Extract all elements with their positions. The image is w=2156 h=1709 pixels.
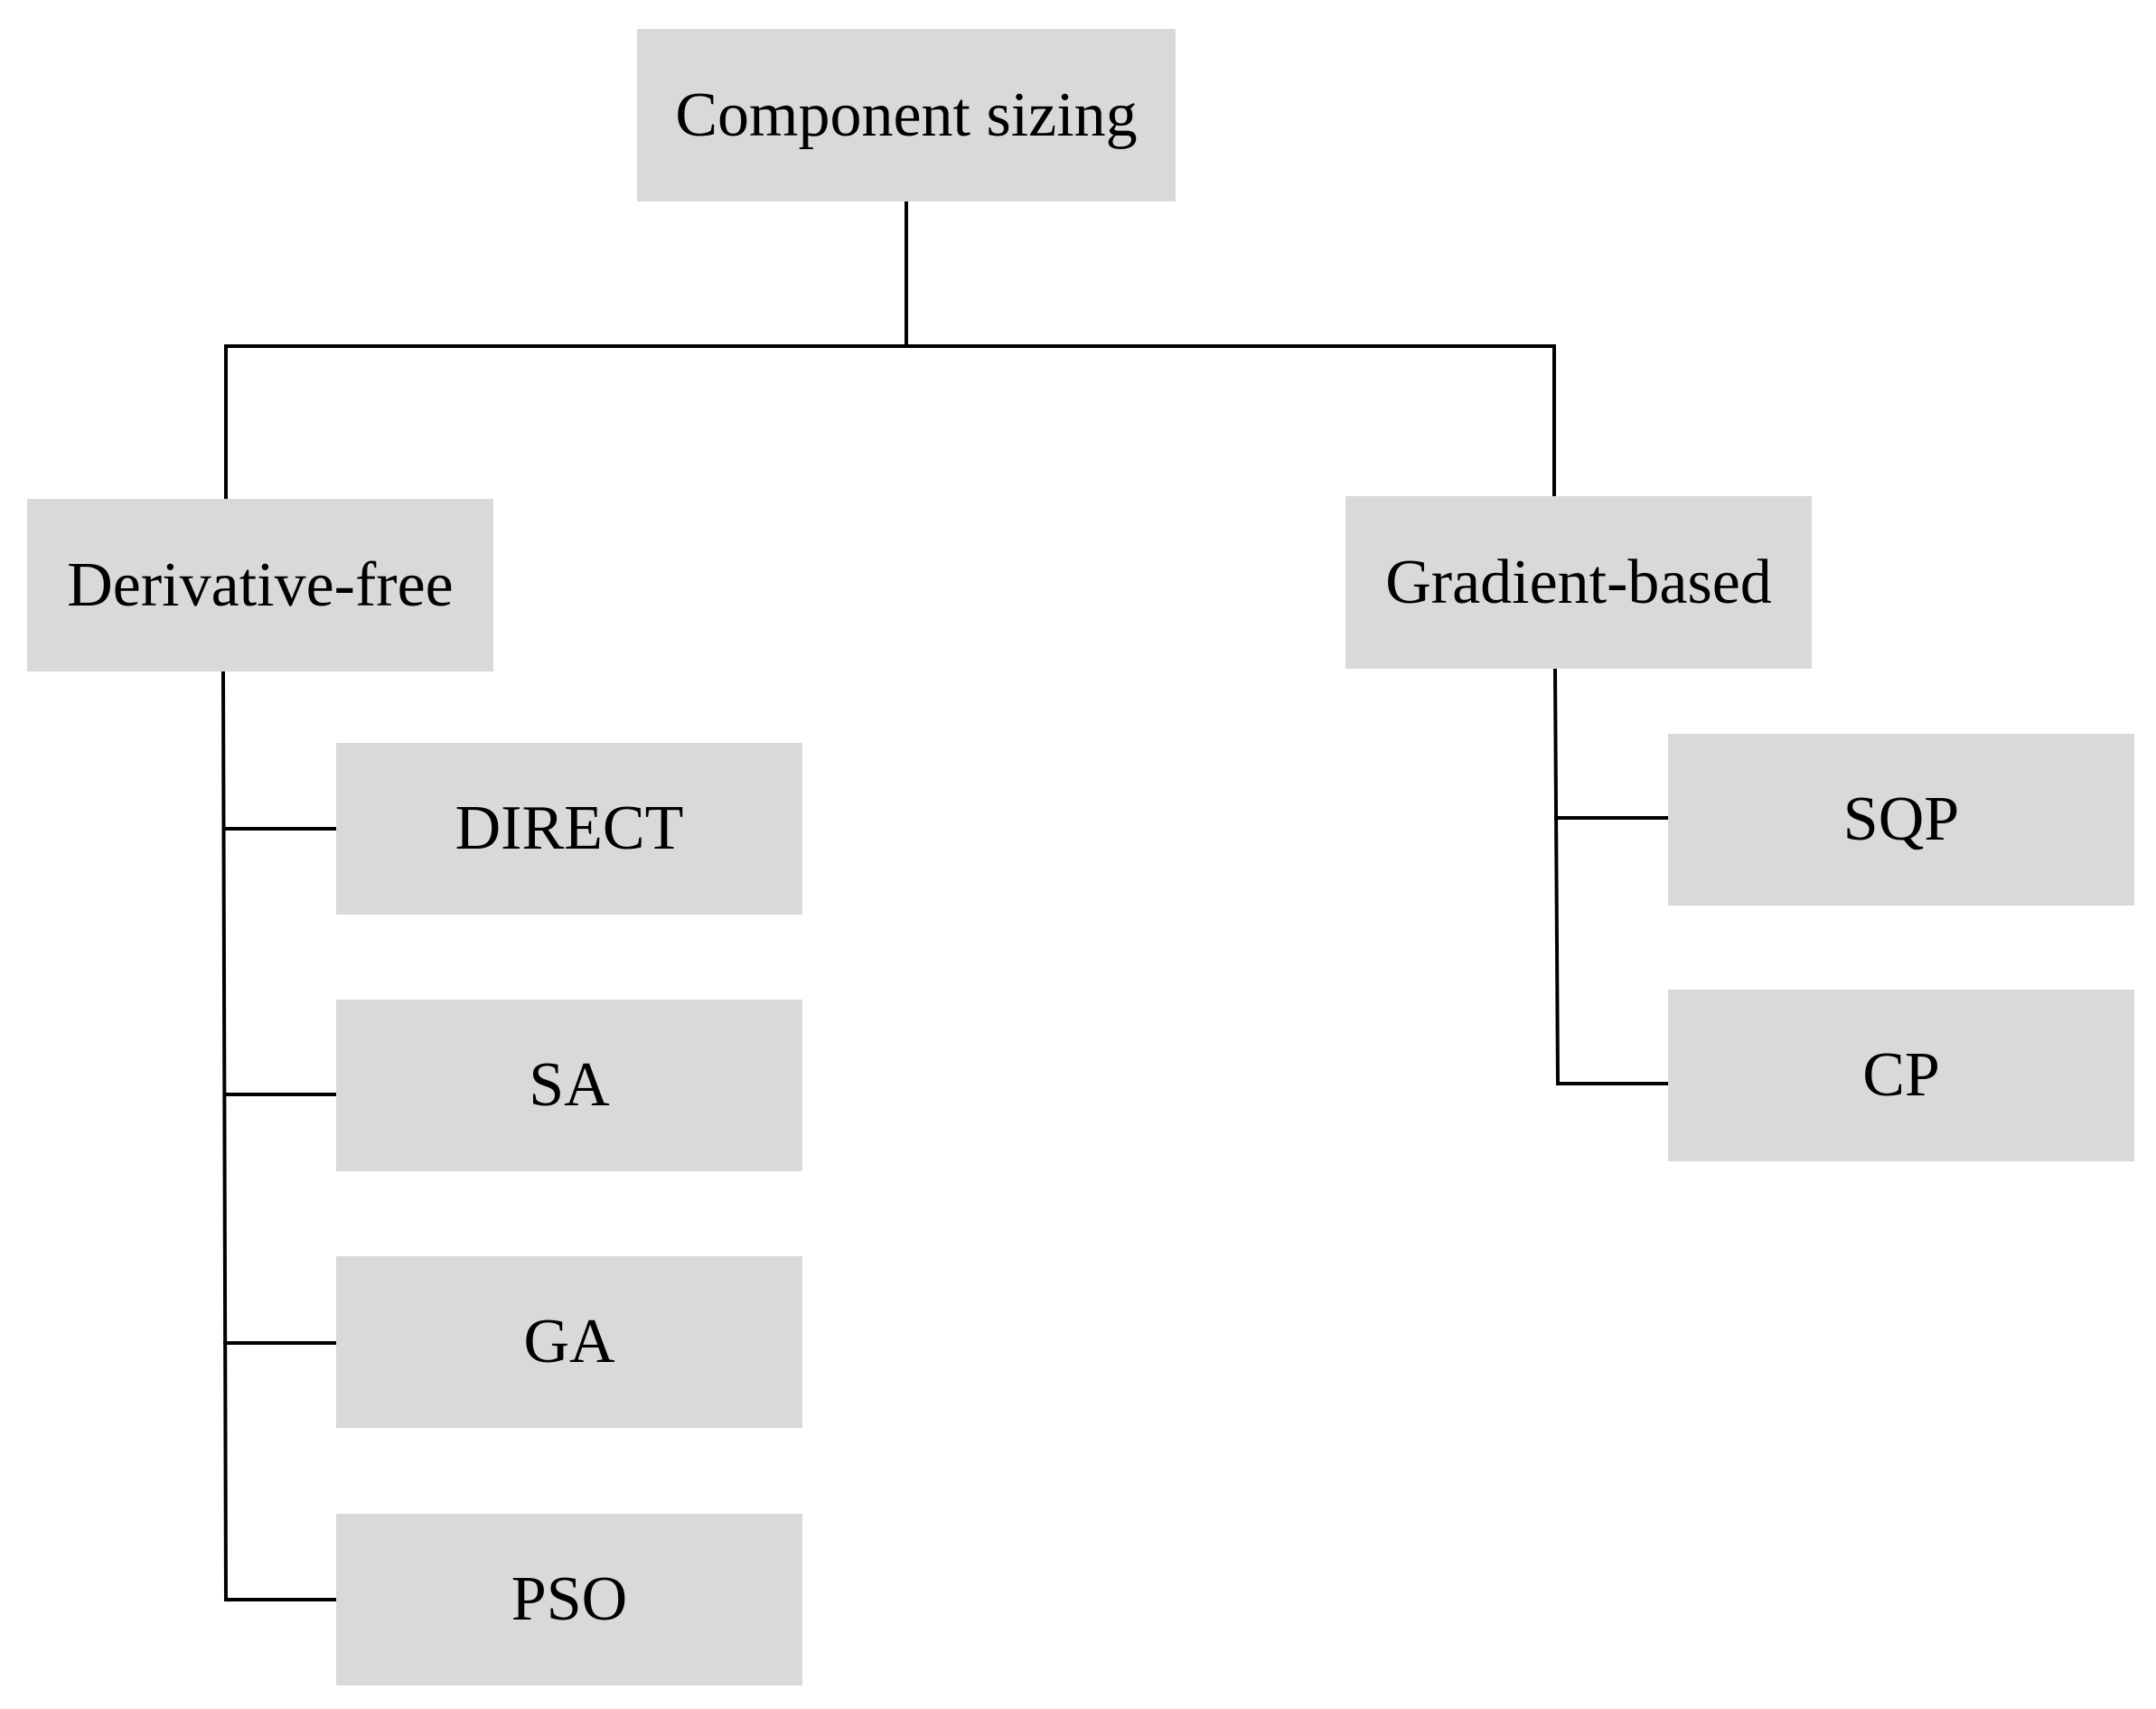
method-node-ga: GA — [336, 1256, 802, 1428]
category-node-derivative-free: Derivative-free — [27, 499, 493, 671]
method-label: SQP — [1842, 784, 1960, 854]
connector-gb-trunk — [1552, 666, 1561, 1086]
method-node-sa: SA — [336, 1000, 802, 1171]
method-label: SA — [529, 1050, 610, 1120]
method-label: CP — [1862, 1040, 1940, 1110]
method-label: DIRECT — [455, 793, 684, 863]
root-node-component-sizing: Component sizing — [637, 29, 1176, 202]
method-label: PSO — [511, 1564, 628, 1634]
category-label: Gradient-based — [1385, 547, 1772, 617]
method-node-sqp: SQP — [1668, 734, 2134, 906]
method-node-pso: PSO — [336, 1514, 802, 1686]
category-label: Derivative-free — [67, 549, 454, 620]
category-node-gradient-based: Gradient-based — [1345, 496, 1812, 669]
method-node-cp: CP — [1668, 990, 2134, 1161]
method-node-direct: DIRECT — [336, 743, 802, 915]
connector-df-trunk — [220, 669, 229, 1602]
method-label: GA — [523, 1307, 615, 1376]
root-label: Component sizing — [675, 80, 1138, 150]
